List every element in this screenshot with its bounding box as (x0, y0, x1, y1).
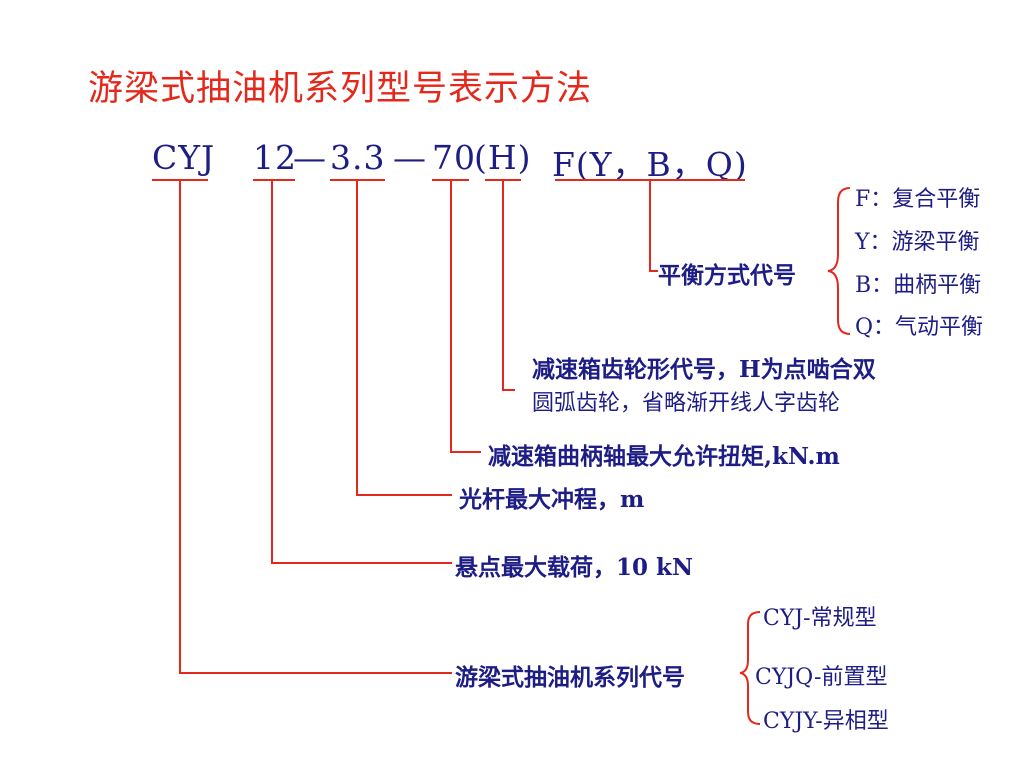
balance-option-b: B：曲柄平衡 (855, 273, 982, 298)
label-series-code: 游梁式抽油机系列代号 (455, 664, 685, 691)
code-dash-1: — (293, 138, 327, 177)
diagram-title: 游梁式抽油机系列型号表示方法 (88, 69, 593, 109)
balance-option-q: Q：气动平衡 (855, 315, 984, 340)
leader-torque (450, 180, 481, 453)
code-dash-2: — (393, 138, 427, 177)
label-max-torque: 减速箱曲柄轴最大允许扭矩,kN.m (488, 443, 840, 470)
series-option-cyjq: CYJQ-前置型 (755, 665, 888, 690)
leader-series (179, 180, 452, 674)
series-option-cyj: CYJ-常规型 (763, 606, 877, 631)
code-stroke: 3.3 (330, 138, 386, 177)
label-balance-method: 平衡方式代号 (658, 262, 796, 289)
label-max-load: 悬点最大载荷，10 kN (455, 554, 693, 581)
code-series: CYJ (152, 138, 216, 177)
leader-gear (502, 180, 515, 391)
leader-stroke (356, 180, 452, 496)
leader-balance (649, 180, 658, 272)
code-load: 12 (253, 138, 297, 177)
brace-series-options (739, 611, 761, 725)
series-option-cyjy: CYJY-异相型 (763, 709, 889, 734)
leader-load (271, 180, 452, 564)
label-gear-type-line1: 减速箱齿轮形代号，H为点啮合双 (532, 356, 876, 383)
label-max-stroke: 光杆最大冲程，m (459, 486, 645, 513)
label-gear-type-line2: 圆弧齿轮，省略渐开线人字齿轮 (532, 391, 841, 416)
brace-balance-options (827, 187, 851, 335)
code-balance: F(Y，B，Q) (552, 145, 748, 184)
code-gear: (H) (474, 138, 532, 177)
balance-option-y: Y：游梁平衡 (855, 230, 980, 255)
code-torque: 70 (432, 138, 476, 177)
balance-option-f: F：复合平衡 (855, 187, 981, 212)
